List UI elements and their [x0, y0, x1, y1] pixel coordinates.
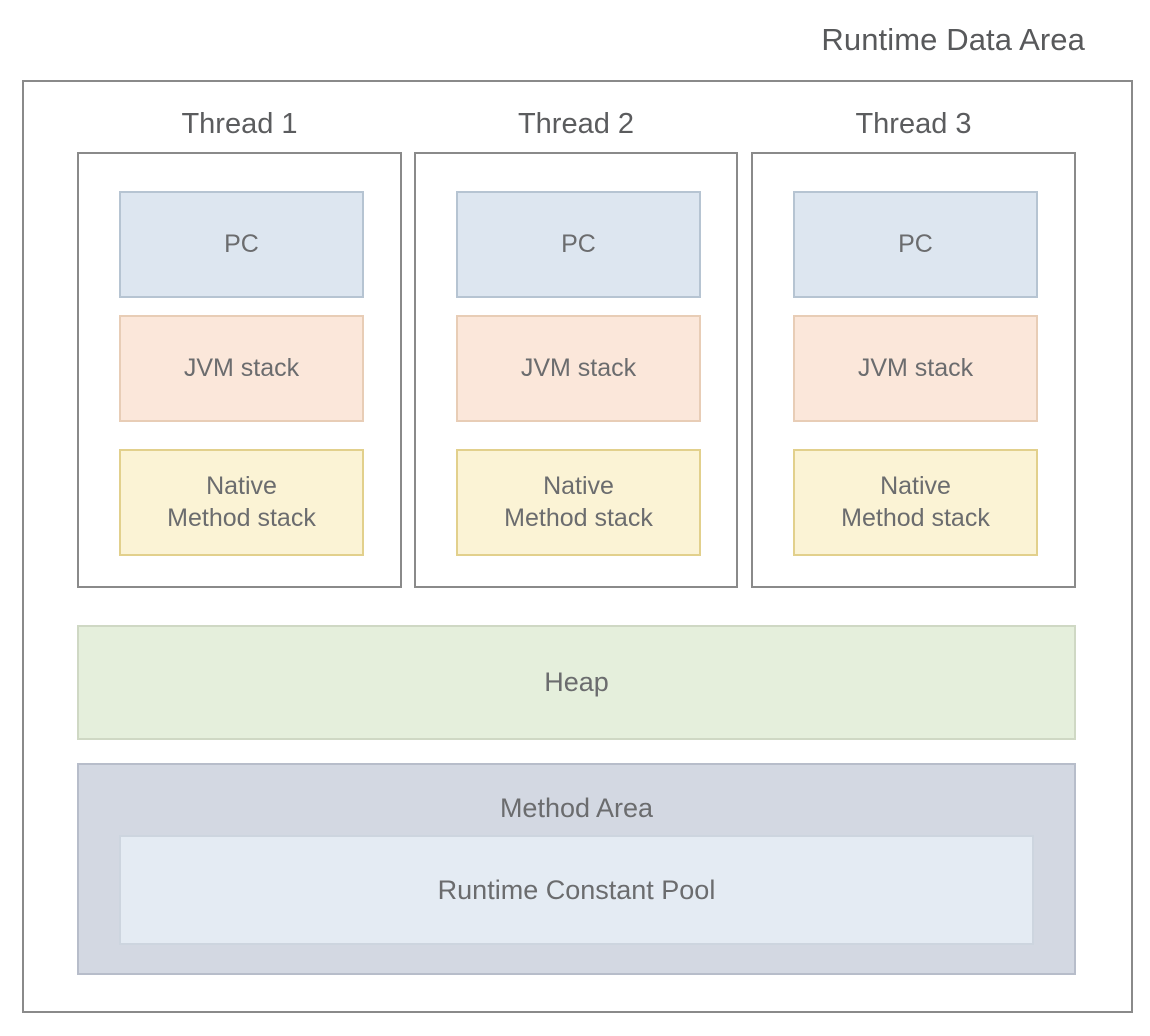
thread-box-3: PC JVM stack Native Method stack	[751, 152, 1076, 588]
thread-1-native-method-stack-block: Native Method stack	[119, 449, 364, 556]
thread-3-native-line-2: Method stack	[841, 503, 990, 532]
heap-block: Heap	[77, 625, 1076, 740]
thread-label-1: Thread 1	[181, 108, 298, 140]
page-title: Runtime Data Area	[821, 22, 1085, 57]
thread-1-native-line-2: Method stack	[167, 503, 316, 532]
thread-1-native-line-1: Native	[206, 472, 277, 501]
thread-2-jvm-stack-label: JVM stack	[520, 353, 637, 382]
runtime-constant-pool-label: Runtime Constant Pool	[437, 874, 716, 905]
thread-1-jvm-stack-block: JVM stack	[119, 315, 364, 422]
thread-2-native-line-2: Method stack	[504, 503, 653, 532]
thread-3-pc-block: PC	[793, 191, 1038, 298]
thread-box-1: PC JVM stack Native Method stack	[77, 152, 402, 588]
thread-box-2: PC JVM stack Native Method stack	[414, 152, 738, 588]
thread-2-native-method-stack-block: Native Method stack	[456, 449, 701, 556]
thread-3-native-method-stack-block: Native Method stack	[793, 449, 1038, 556]
thread-2-native-method-stack-label: Native Method stack	[504, 471, 653, 534]
thread-label-3: Thread 3	[855, 108, 972, 140]
thread-3-jvm-stack-label: JVM stack	[857, 353, 974, 382]
thread-1-pc-label: PC	[224, 229, 259, 258]
thread-2-pc-block: PC	[456, 191, 701, 298]
thread-1-jvm-stack-label: JVM stack	[183, 353, 300, 382]
runtime-constant-pool-block: Runtime Constant Pool	[119, 835, 1034, 945]
thread-3-jvm-stack-block: JVM stack	[793, 315, 1038, 422]
thread-3-pc-label: PC	[898, 229, 933, 258]
thread-2-native-line-1: Native	[543, 472, 614, 501]
method-area-block: Method Area Runtime Constant Pool	[77, 763, 1076, 975]
thread-label-2: Thread 2	[517, 108, 635, 140]
heap-label: Heap	[544, 667, 609, 697]
thread-2-pc-label: PC	[561, 229, 596, 258]
method-area-label: Method Area	[499, 793, 654, 823]
thread-2-jvm-stack-block: JVM stack	[456, 315, 701, 422]
thread-1-pc-block: PC	[119, 191, 364, 298]
thread-1-native-method-stack-label: Native Method stack	[167, 471, 316, 534]
thread-3-native-line-1: Native	[880, 472, 951, 501]
thread-3-native-method-stack-label: Native Method stack	[841, 471, 990, 534]
